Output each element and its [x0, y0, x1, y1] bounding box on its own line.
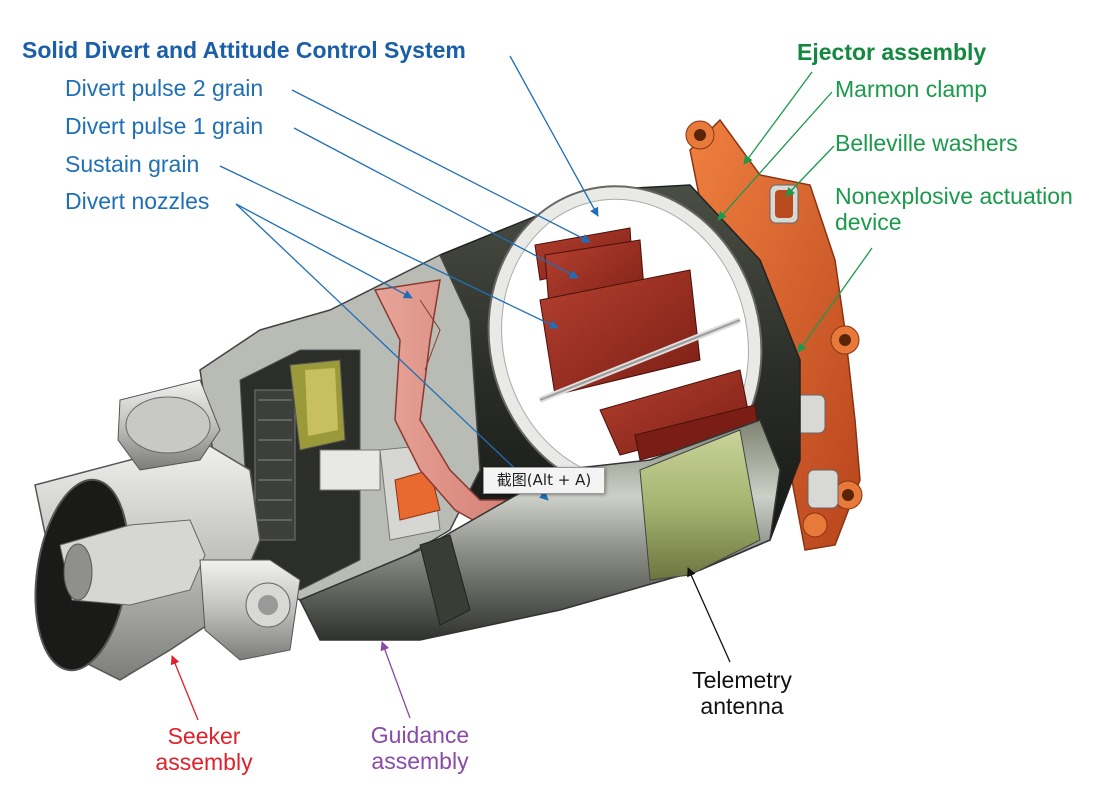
lower-body-shell	[298, 419, 781, 641]
screenshot-tooltip: 截图(Alt + A)	[483, 467, 605, 494]
telemetry-antenna-label: Telemetry antenna	[682, 667, 802, 720]
guidance-assembly-label: Guidance assembly	[355, 722, 485, 775]
divert-pulse-2-label: Divert pulse 2 grain	[65, 75, 264, 101]
seeker-line-1: Seeker	[167, 723, 241, 749]
nonexplosive-line-1: Nonexplosive actuation	[835, 183, 1073, 209]
mid-section-housing	[199, 253, 481, 601]
guidance-line-2: assembly	[371, 747, 469, 774]
guidance-line-1: Guidance	[370, 722, 470, 748]
marmon-clamp-label: Marmon clamp	[835, 76, 988, 102]
sustain-grain-label: Sustain grain	[65, 151, 200, 177]
telemetry-line-1: Telemetry	[692, 667, 792, 693]
belleville-washers-label: Belleville washers	[835, 130, 1018, 156]
propellant-grains	[534, 227, 759, 461]
divert-nozzles-label: Divert nozzles	[65, 188, 210, 214]
nonexplosive-actuation-label: Nonexplosive actuation device	[835, 183, 1073, 236]
seeker-assembly-label: Seeker assembly	[144, 723, 264, 776]
seeker-assembly	[34, 379, 301, 681]
seeker-line-2: assembly	[155, 748, 253, 775]
divert-pulse-1-label: Divert pulse 1 grain	[65, 113, 264, 139]
telemetry-line-2: antenna	[700, 692, 784, 719]
nonexplosive-line-2: device	[835, 208, 902, 235]
leader-lines	[170, 55, 873, 721]
sdacs-title-label: Solid Divert and Attitude Control System	[22, 37, 466, 63]
ejector-assembly-label: Ejector assembly	[797, 39, 987, 65]
